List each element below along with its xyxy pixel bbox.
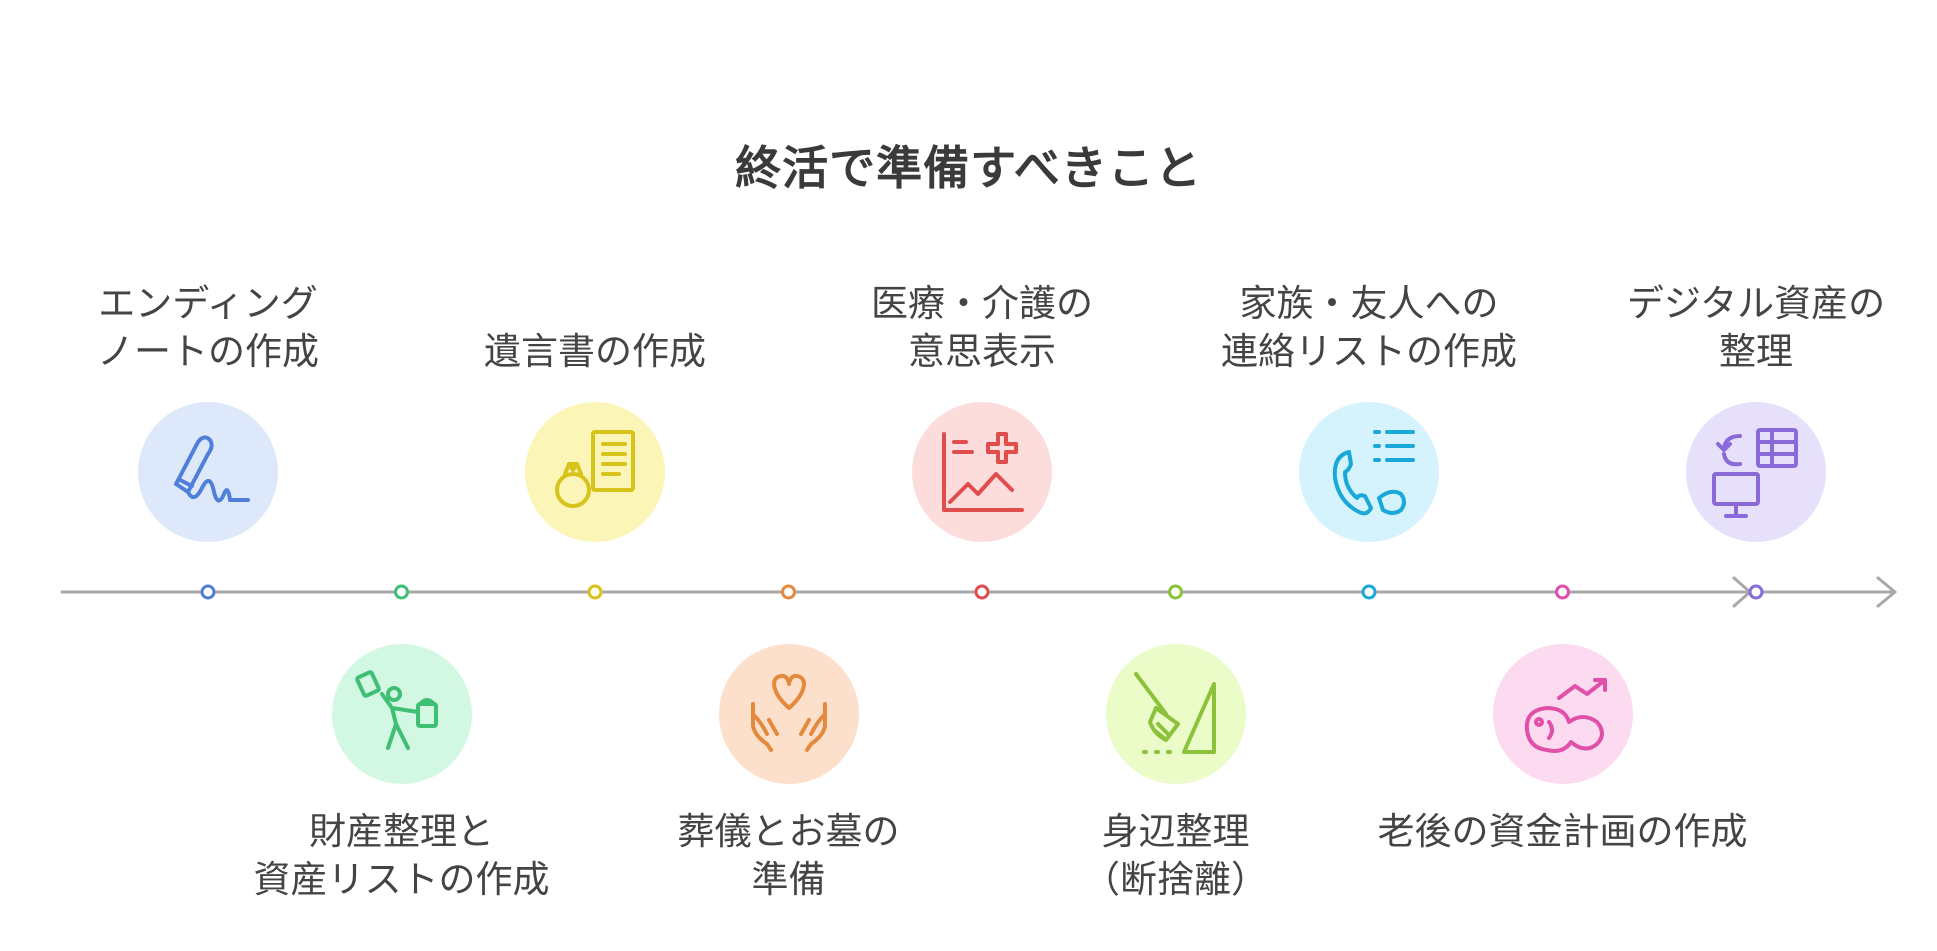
step-icon-circle	[1492, 644, 1633, 784]
step-icon-circle	[1686, 402, 1826, 542]
step-label: 家族・友人への 連絡リストの作成	[1221, 282, 1517, 373]
step-label: 身辺整理 （断捨離）	[1083, 810, 1268, 901]
computer-data-transfer-icon	[1712, 428, 1798, 518]
broom-sweeping-icon	[1133, 672, 1216, 754]
step-icon-circle	[331, 644, 472, 784]
timeline-dot	[1748, 584, 1764, 600]
medical-chart-icon	[942, 432, 1024, 512]
timeline-dot	[587, 584, 603, 600]
signature-pen-icon	[174, 435, 250, 503]
person-carrying-boxes-icon	[354, 670, 438, 750]
timeline-dot	[1555, 584, 1570, 600]
step-label: 財産整理と 資産リストの作成	[253, 810, 550, 901]
page-title: 終活で準備すべきこと	[735, 141, 1202, 195]
piggy-bank-growth-icon	[1524, 678, 1607, 753]
step-icon-circle	[138, 402, 278, 542]
step-label: 老後の資金計画の作成	[1377, 810, 1748, 853]
step-icon-circle	[1105, 644, 1246, 784]
step-icon-circle	[718, 644, 859, 784]
step-label: 葬儀とお墓の 準備	[677, 810, 900, 901]
timeline-dot	[200, 584, 216, 600]
timeline-dot	[974, 584, 990, 600]
step-label: 遺言書の作成	[484, 330, 706, 373]
timeline-arrowhead	[1876, 576, 1897, 608]
hands-holding-heart-icon	[750, 673, 827, 752]
step-label: 医療・介護の 意思表示	[871, 282, 1093, 373]
step-label: エンディング ノートの作成	[97, 282, 319, 373]
timeline-dot	[1361, 584, 1377, 600]
step-icon-circle	[1299, 402, 1439, 542]
step-icon-circle	[525, 402, 665, 542]
timeline-dot	[781, 584, 796, 600]
phone-contact-list-icon	[1332, 430, 1415, 516]
timeline-dot	[1168, 584, 1183, 600]
ring-and-document-icon	[555, 430, 635, 508]
step-icon-circle	[912, 402, 1052, 542]
timeline-dot	[394, 584, 409, 600]
step-label: デジタル資産の 整理	[1626, 282, 1886, 373]
